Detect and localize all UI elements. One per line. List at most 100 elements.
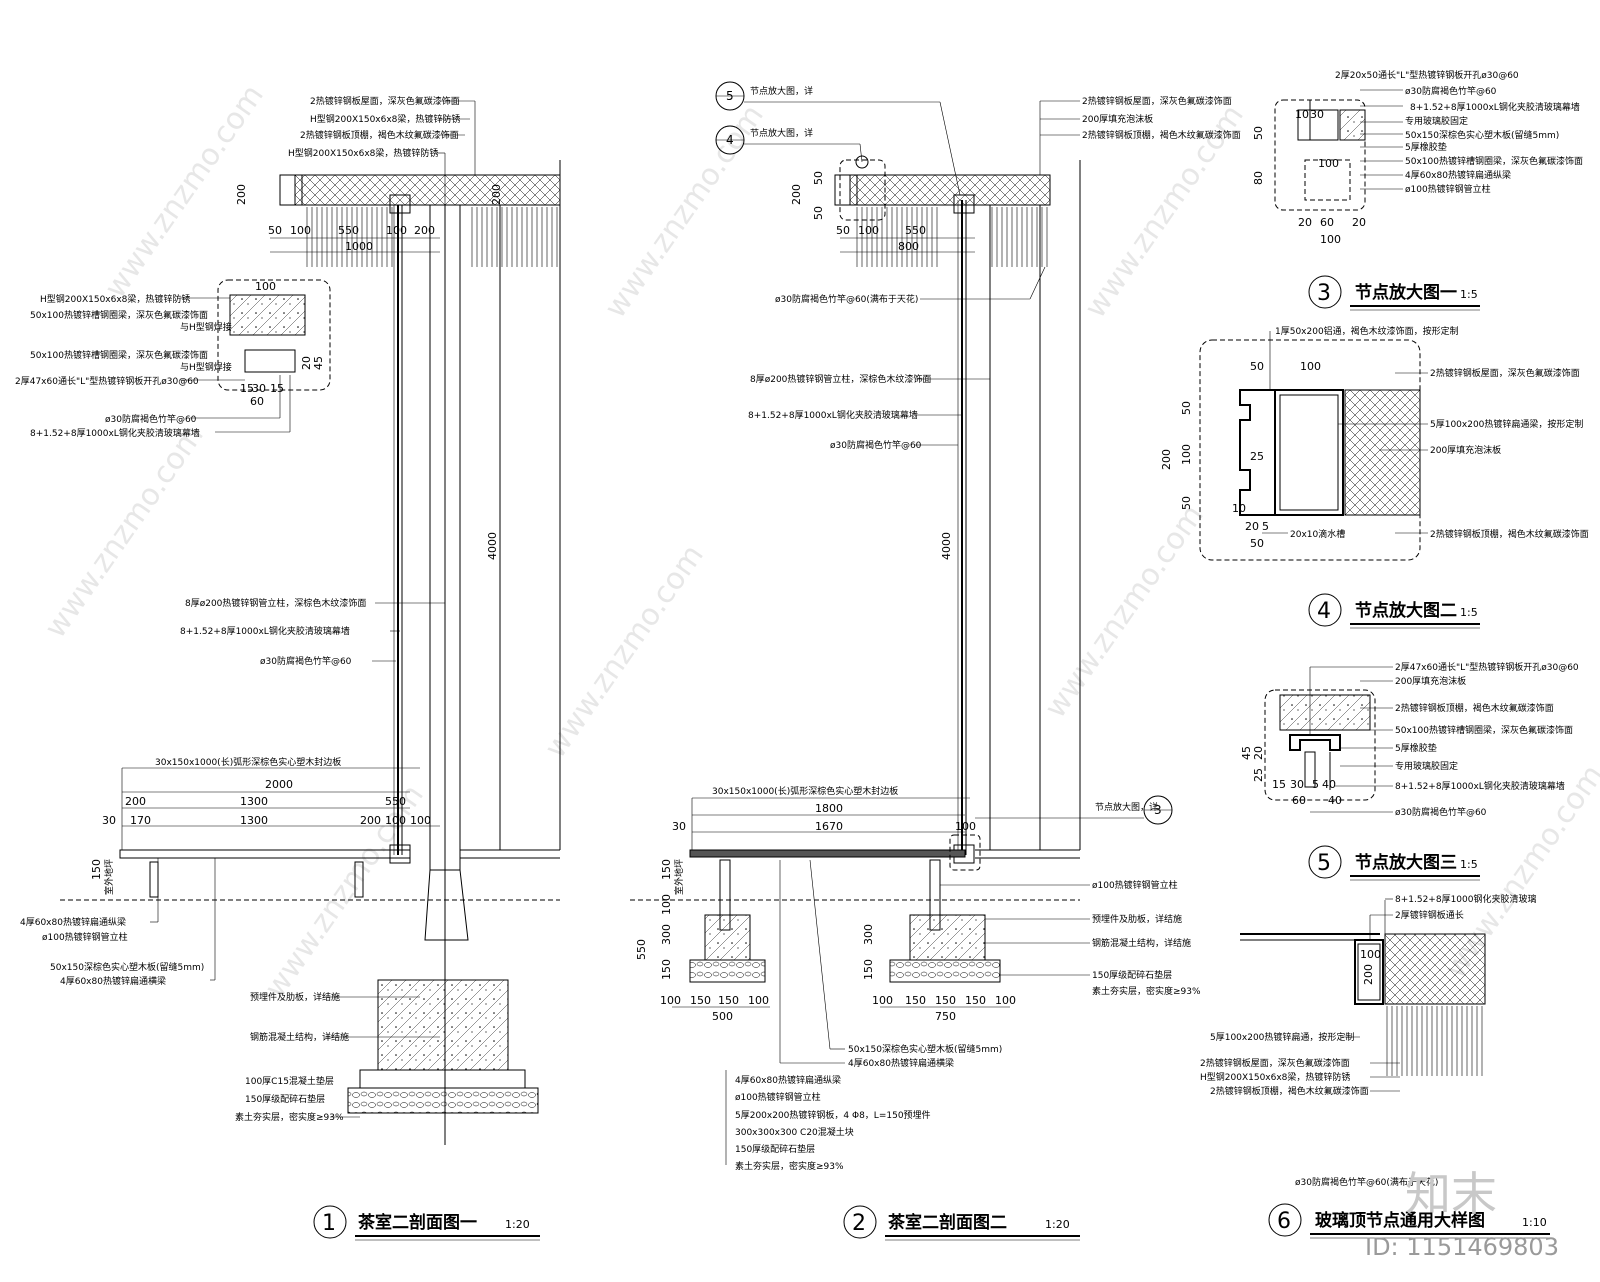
svg-text:4厚60x80热镀锌扁通横梁: 4厚60x80热镀锌扁通横梁 bbox=[60, 975, 166, 987]
svg-text:15: 15 bbox=[240, 382, 254, 395]
svg-text:50x150深棕色实心塑木板(留缝5mm): 50x150深棕色实心塑木板(留缝5mm) bbox=[1405, 129, 1559, 141]
svg-text:钢筋混凝土结构，详结施: 钢筋混凝土结构，详结施 bbox=[250, 1031, 349, 1043]
svg-text:50x100热镀锌槽钢圈梁，深灰色氟碳漆饰面: 50x100热镀锌槽钢圈梁，深灰色氟碳漆饰面 bbox=[30, 349, 208, 361]
svg-text:5厚橡胶垫: 5厚橡胶垫 bbox=[1395, 742, 1437, 754]
svg-text:100: 100 bbox=[255, 280, 276, 293]
svg-text:50x100热镀锌槽钢圈梁，深灰色氟碳漆饰面: 50x100热镀锌槽钢圈梁，深灰色氟碳漆饰面 bbox=[1395, 724, 1573, 736]
svg-text:5厚100x200热镀锌扁通，按形定制: 5厚100x200热镀锌扁通，按形定制 bbox=[1210, 1031, 1354, 1043]
svg-text:50x100热镀锌槽钢圈梁，深灰色氟碳漆饰面: 50x100热镀锌槽钢圈梁，深灰色氟碳漆饰面 bbox=[30, 309, 208, 321]
svg-text:45: 45 bbox=[1240, 746, 1253, 760]
roof-slab-2 bbox=[849, 174, 1051, 206]
svg-text:H型钢200X150x6x8梁，热镀锌防锈: H型钢200X150x6x8梁，热镀锌防锈 bbox=[40, 293, 190, 305]
svg-text:150: 150 bbox=[718, 994, 739, 1007]
svg-text:30: 30 bbox=[1290, 778, 1304, 791]
detail-3: 2厚20x50通长"L"型热镀锌钢板开孔ø30@60 ø30防腐褐色竹竿@60 … bbox=[1252, 69, 1583, 311]
svg-text:20x10滴水槽: 20x10滴水槽 bbox=[1290, 528, 1345, 540]
svg-text:100: 100 bbox=[290, 224, 311, 237]
d1-detail-callout bbox=[217, 279, 331, 391]
d2-scale: 1:20 bbox=[1045, 1218, 1070, 1231]
svg-text:1300: 1300 bbox=[240, 795, 268, 808]
svg-text:ø100热镀锌钢管立柱: ø100热镀锌钢管立柱 bbox=[735, 1091, 821, 1103]
svg-text:500: 500 bbox=[712, 1010, 733, 1023]
svg-text:8+1.52+8厚1000xL钢化夹胶清玻璃幕墙: 8+1.52+8厚1000xL钢化夹胶清玻璃幕墙 bbox=[748, 409, 918, 421]
svg-text:2厚20x50通长"L"型热镀锌钢板开孔ø30@60: 2厚20x50通长"L"型热镀锌钢板开孔ø30@60 bbox=[1335, 69, 1519, 81]
svg-text:节点放大图，详: 节点放大图，详 bbox=[1095, 801, 1158, 813]
svg-text:550: 550 bbox=[905, 224, 926, 237]
svg-text:4厚60x80热镀锌扁通横梁: 4厚60x80热镀锌扁通横梁 bbox=[848, 1057, 954, 1069]
detail-5: 2厚47x60通长"L"型热镀锌钢板开孔ø30@60 200厚填充泡沫板 2热镀… bbox=[1240, 661, 1579, 881]
d1-title-block: 1 茶室二剖面图一 1:20 bbox=[313, 1205, 540, 1241]
svg-text:8+1.52+8厚1000xL钢化夹胶清玻璃幕墙: 8+1.52+8厚1000xL钢化夹胶清玻璃幕墙 bbox=[30, 427, 200, 439]
svg-text:1:5: 1:5 bbox=[1460, 288, 1478, 301]
svg-text:H型钢200X150x6x8梁，热镀锌防锈: H型钢200X150x6x8梁，热镀锌防锈 bbox=[310, 113, 460, 125]
svg-text:专用玻璃胶固定: 专用玻璃胶固定 bbox=[1395, 760, 1458, 772]
svg-text:40: 40 bbox=[1328, 794, 1342, 807]
svg-text:ø30防腐褐色竹竿@60: ø30防腐褐色竹竿@60 bbox=[260, 655, 352, 667]
svg-text:150: 150 bbox=[690, 994, 711, 1007]
svg-text:ø100热镀锌钢管立柱: ø100热镀锌钢管立柱 bbox=[1405, 183, 1491, 195]
svg-text:2热镀锌钢板顶棚，褐色木纹氟碳漆饰面: 2热镀锌钢板顶棚，褐色木纹氟碳漆饰面 bbox=[1430, 528, 1589, 540]
svg-text:100: 100 bbox=[410, 814, 431, 827]
svg-text:ø30防腐褐色竹竿@60: ø30防腐褐色竹竿@60 bbox=[105, 413, 197, 425]
svg-text:30x150x1000(长)弧形深棕色实心塑木封边板: 30x150x1000(长)弧形深棕色实心塑木封边板 bbox=[155, 756, 341, 768]
svg-text:15: 15 bbox=[1272, 778, 1286, 791]
svg-text:100: 100 bbox=[1180, 444, 1193, 465]
svg-text:ø30防腐褐色竹竿@60: ø30防腐褐色竹竿@60 bbox=[1395, 806, 1487, 818]
svg-text:4000: 4000 bbox=[940, 532, 953, 560]
svg-text:200: 200 bbox=[1362, 964, 1375, 985]
svg-text:30: 30 bbox=[252, 382, 266, 395]
svg-text:150: 150 bbox=[905, 994, 926, 1007]
svg-text:50: 50 bbox=[1250, 360, 1264, 373]
svg-text:100: 100 bbox=[1300, 360, 1321, 373]
svg-text:H型钢200X150x6x8梁，热镀锌防锈: H型钢200X150x6x8梁，热镀锌防锈 bbox=[1200, 1071, 1350, 1083]
svg-text:3: 3 bbox=[1317, 281, 1331, 306]
svg-text:8+1.52+8厚1000钢化夹胶清玻璃: 8+1.52+8厚1000钢化夹胶清玻璃 bbox=[1395, 893, 1536, 905]
d5-title: 节点放大图三 bbox=[1355, 852, 1457, 873]
svg-text:专用玻璃胶固定: 专用玻璃胶固定 bbox=[1405, 115, 1468, 127]
svg-text:30: 30 bbox=[672, 820, 686, 833]
svg-text:800: 800 bbox=[898, 240, 919, 253]
svg-text:2热镀锌钢板屋面，深灰色氟碳漆饰面: 2热镀锌钢板屋面，深灰色氟碳漆饰面 bbox=[1082, 95, 1232, 107]
svg-text:50: 50 bbox=[1180, 496, 1193, 510]
svg-text:200厚填充泡沫板: 200厚填充泡沫板 bbox=[1082, 113, 1153, 125]
svg-text:100: 100 bbox=[1318, 157, 1339, 170]
svg-text:200厚填充泡沫板: 200厚填充泡沫板 bbox=[1430, 444, 1501, 456]
detail-6: 8+1.52+8厚1000钢化夹胶清玻璃 2厚镀锌钢板通长 100 200 5厚… bbox=[1200, 893, 1550, 1239]
svg-text:钢筋混凝土结构，详结施: 钢筋混凝土结构，详结施 bbox=[1092, 937, 1191, 949]
d4-title: 节点放大图二 bbox=[1355, 600, 1457, 621]
svg-text:1300: 1300 bbox=[240, 814, 268, 827]
svg-text:200厚填充泡沫板: 200厚填充泡沫板 bbox=[1395, 675, 1466, 687]
d1-dims-top: 200 200 50 100 550 100 200 1000 bbox=[235, 184, 503, 253]
svg-text:200: 200 bbox=[235, 184, 248, 205]
svg-text:2热镀锌钢板顶棚，褐色木纹氟碳漆饰面: 2热镀锌钢板顶棚，褐色木纹氟碳漆饰面 bbox=[300, 129, 459, 141]
d1-leaders-mid: 8厚ø200热镀锌钢管立柱，深棕色木纹漆饰面 8+1.52+8厚1000xL钢化… bbox=[180, 597, 445, 667]
svg-text:100: 100 bbox=[660, 994, 681, 1007]
svg-text:1厚50x200铝通，褐色木纹漆饰面，按形定制: 1厚50x200铝通，褐色木纹漆饰面，按形定制 bbox=[1275, 325, 1459, 337]
svg-text:5: 5 bbox=[1317, 851, 1331, 876]
svg-text:300: 300 bbox=[862, 924, 875, 945]
svg-text:2热镀锌钢板顶棚，褐色木纹氟碳漆饰面: 2热镀锌钢板顶棚，褐色木纹氟碳漆饰面 bbox=[1082, 129, 1241, 141]
svg-text:50: 50 bbox=[812, 171, 825, 185]
svg-text:100: 100 bbox=[748, 994, 769, 1007]
svg-text:20: 20 bbox=[300, 356, 313, 370]
svg-text:50: 50 bbox=[1250, 537, 1264, 550]
svg-text:ø30防腐褐色竹竿@60(满布于天花): ø30防腐褐色竹竿@60(满布于天花) bbox=[775, 293, 918, 305]
svg-text:100: 100 bbox=[386, 224, 407, 237]
svg-text:50x100热镀锌槽钢圈梁，深灰色氟碳漆饰面: 50x100热镀锌槽钢圈梁，深灰色氟碳漆饰面 bbox=[1405, 155, 1583, 167]
d1-leaders-top: 2热镀锌钢板屋面，深灰色氟碳漆饰面 H型钢200X150x6x8梁，热镀锌防锈 … bbox=[288, 95, 476, 205]
svg-text:80: 80 bbox=[1252, 171, 1265, 185]
svg-text:60: 60 bbox=[250, 395, 264, 408]
svg-text:40: 40 bbox=[1322, 778, 1336, 791]
svg-text:300x300x300 C20混凝土块: 300x300x300 C20混凝土块 bbox=[735, 1126, 854, 1138]
svg-text:1800: 1800 bbox=[815, 802, 843, 815]
svg-text:20: 20 bbox=[1245, 520, 1259, 533]
svg-text:200: 200 bbox=[414, 224, 435, 237]
svg-text:150: 150 bbox=[660, 959, 673, 980]
svg-text:8厚ø200热镀锌钢管立柱，深棕色木纹漆饰面: 8厚ø200热镀锌钢管立柱，深棕色木纹漆饰面 bbox=[185, 597, 366, 609]
svg-text:200: 200 bbox=[790, 184, 803, 205]
deck-2 bbox=[689, 849, 966, 858]
svg-text:2厚47x60通长"L"型热镀锌钢板开孔ø30@60: 2厚47x60通长"L"型热镀锌钢板开孔ø30@60 bbox=[15, 375, 199, 387]
svg-text:150厚级配碎石垫层: 150厚级配碎石垫层 bbox=[735, 1143, 815, 1155]
svg-text:5厚200x200热镀锌钢板，4 Φ8，L=150预埋件: 5厚200x200热镀锌钢板，4 Φ8，L=150预埋件 bbox=[735, 1109, 931, 1121]
svg-text:30: 30 bbox=[102, 814, 116, 827]
